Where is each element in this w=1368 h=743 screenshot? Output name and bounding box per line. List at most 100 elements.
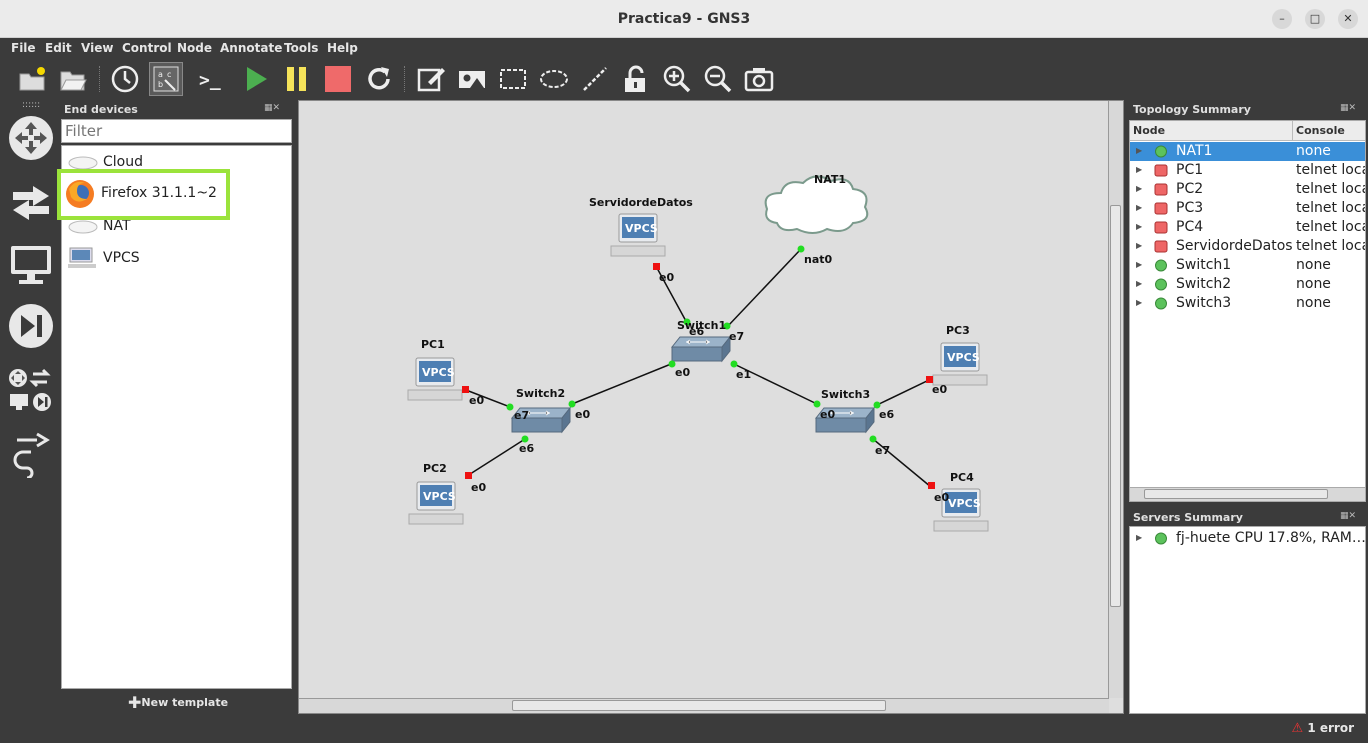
canvas-horizontal-scrollbar[interactable]: [299, 698, 1109, 713]
draw-line-icon[interactable]: [578, 62, 612, 96]
servers-list: ▶ fj-huete CPU 17.8%, RAM…: [1129, 526, 1366, 714]
device-item-nat[interactable]: NAT: [62, 212, 293, 240]
menu-help[interactable]: Help: [327, 41, 358, 55]
console-all-icon[interactable]: >_: [196, 62, 230, 96]
node-switch2-label[interactable]: Switch2: [516, 387, 566, 400]
node-pc4-label[interactable]: PC4: [950, 471, 974, 484]
canvas-area[interactable]: VPCS VPCS VPCS VPCS VPCS ServidordeDatos…: [299, 101, 1109, 698]
expand-arrow-icon[interactable]: ▶: [1136, 203, 1143, 212]
screenshot-icon[interactable]: [742, 62, 776, 96]
end-devices-icon[interactable]: [7, 240, 55, 288]
server-row[interactable]: ▶ fj-huete CPU 17.8%, RAM…: [1130, 529, 1367, 548]
node-switch3-label[interactable]: Switch3: [821, 388, 871, 401]
expand-arrow-icon[interactable]: ▶: [1136, 241, 1143, 250]
menu-annotate[interactable]: Annotate: [220, 41, 283, 55]
security-devices-icon[interactable]: [7, 302, 55, 350]
node-pc3-label[interactable]: PC3: [946, 324, 970, 337]
node-pc1-label[interactable]: PC1: [421, 338, 445, 351]
expand-arrow-icon[interactable]: ▶: [1136, 260, 1143, 269]
panel-float-close-icons[interactable]: ▦✕: [1340, 103, 1357, 113]
open-project-icon[interactable]: [56, 62, 90, 96]
expand-arrow-icon[interactable]: ▶: [1136, 146, 1143, 155]
panel-float-close-icons[interactable]: ▦✕: [1340, 511, 1357, 521]
error-indicator[interactable]: ⚠ 1 error: [1291, 721, 1354, 736]
menu-edit[interactable]: Edit: [45, 41, 72, 55]
topology-console: telnet loca: [1296, 200, 1366, 216]
draw-rectangle-icon[interactable]: [496, 62, 530, 96]
canvas-vertical-scrollbar[interactable]: [1108, 101, 1123, 698]
snapshot-icon[interactable]: [108, 62, 142, 96]
status-red-icon: [1154, 221, 1168, 234]
port-label: nat0: [804, 253, 833, 266]
device-type-dock: ::::::: [0, 100, 60, 720]
expand-arrow-icon[interactable]: ▶: [1136, 184, 1143, 193]
zoom-in-icon[interactable]: [660, 62, 694, 96]
vpcs-screen-text: VPCS: [422, 366, 455, 379]
device-item-vpcs[interactable]: VPCS: [62, 244, 293, 272]
switches-icon[interactable]: [7, 178, 55, 226]
expand-arrow-icon[interactable]: ▶: [1136, 222, 1143, 231]
topology-horizontal-scrollbar[interactable]: [1130, 487, 1365, 501]
port-label: e7: [729, 330, 745, 343]
node-nat1-label[interactable]: NAT1: [814, 173, 847, 186]
node-pc2-label[interactable]: PC2: [423, 462, 447, 475]
node-servidor-label[interactable]: ServidordeDatos: [589, 196, 693, 209]
suspend-all-icon[interactable]: [280, 62, 314, 96]
reload-all-icon[interactable]: [362, 62, 396, 96]
close-button[interactable]: ✕: [1338, 9, 1358, 29]
expand-arrow-icon[interactable]: ▶: [1136, 279, 1143, 288]
firefox-icon: [66, 180, 94, 208]
add-note-icon[interactable]: [414, 62, 448, 96]
draw-ellipse-icon[interactable]: [537, 62, 571, 96]
zoom-out-icon[interactable]: [701, 62, 735, 96]
menu-view[interactable]: View: [81, 41, 114, 55]
insert-picture-icon[interactable]: [455, 62, 489, 96]
menu-file[interactable]: File: [11, 41, 36, 55]
column-header-console[interactable]: Console: [1292, 121, 1365, 141]
topology-console: telnet loca: [1296, 238, 1366, 254]
minimize-button[interactable]: –: [1272, 9, 1292, 29]
scrollbar-thumb[interactable]: [1110, 205, 1121, 607]
status-red-icon: [1154, 183, 1168, 196]
add-link-icon[interactable]: [7, 430, 55, 480]
servers-summary-panel: Servers Summary ▦✕ ▶ fj-huete CPU 17.8%,…: [1128, 508, 1368, 714]
scrollbar-thumb[interactable]: [512, 700, 886, 711]
start-all-icon[interactable]: [239, 62, 273, 96]
expand-arrow-icon[interactable]: ▶: [1136, 298, 1143, 307]
column-header-node[interactable]: Node: [1130, 121, 1292, 141]
scrollbar-thumb[interactable]: [1144, 489, 1328, 499]
maximize-button[interactable]: □: [1305, 9, 1325, 29]
topology-node-name: ServidordeDatos: [1176, 238, 1293, 254]
device-label: NAT: [103, 218, 131, 234]
topology-console: none: [1296, 143, 1331, 159]
lock-icon[interactable]: [619, 62, 653, 96]
new-project-icon[interactable]: [15, 62, 49, 96]
expand-arrow-icon[interactable]: ▶: [1136, 533, 1143, 542]
device-item-firefox[interactable]: Firefox 31.1.1~2: [57, 169, 230, 220]
all-devices-icon[interactable]: [7, 366, 55, 414]
menu-tools[interactable]: Tools: [284, 41, 319, 55]
filter-input[interactable]: [61, 119, 292, 143]
menu-control[interactable]: Control: [122, 41, 172, 55]
expand-arrow-icon[interactable]: ▶: [1136, 165, 1143, 174]
node-switch1-label[interactable]: Switch1: [677, 319, 727, 332]
panel-float-close-icons[interactable]: ▦✕: [264, 103, 281, 113]
topology-canvas[interactable]: VPCS VPCS VPCS VPCS VPCS ServidordeDatos…: [298, 100, 1124, 714]
menu-node[interactable]: Node: [177, 41, 213, 55]
window-title: Practica9 - GNS3: [617, 11, 751, 27]
topology-console: telnet loca: [1296, 162, 1366, 178]
routers-icon[interactable]: [7, 114, 55, 162]
new-template-button[interactable]: ✚New template: [128, 693, 229, 712]
stop-all-icon[interactable]: [321, 62, 355, 96]
port-label: e0: [469, 394, 485, 407]
